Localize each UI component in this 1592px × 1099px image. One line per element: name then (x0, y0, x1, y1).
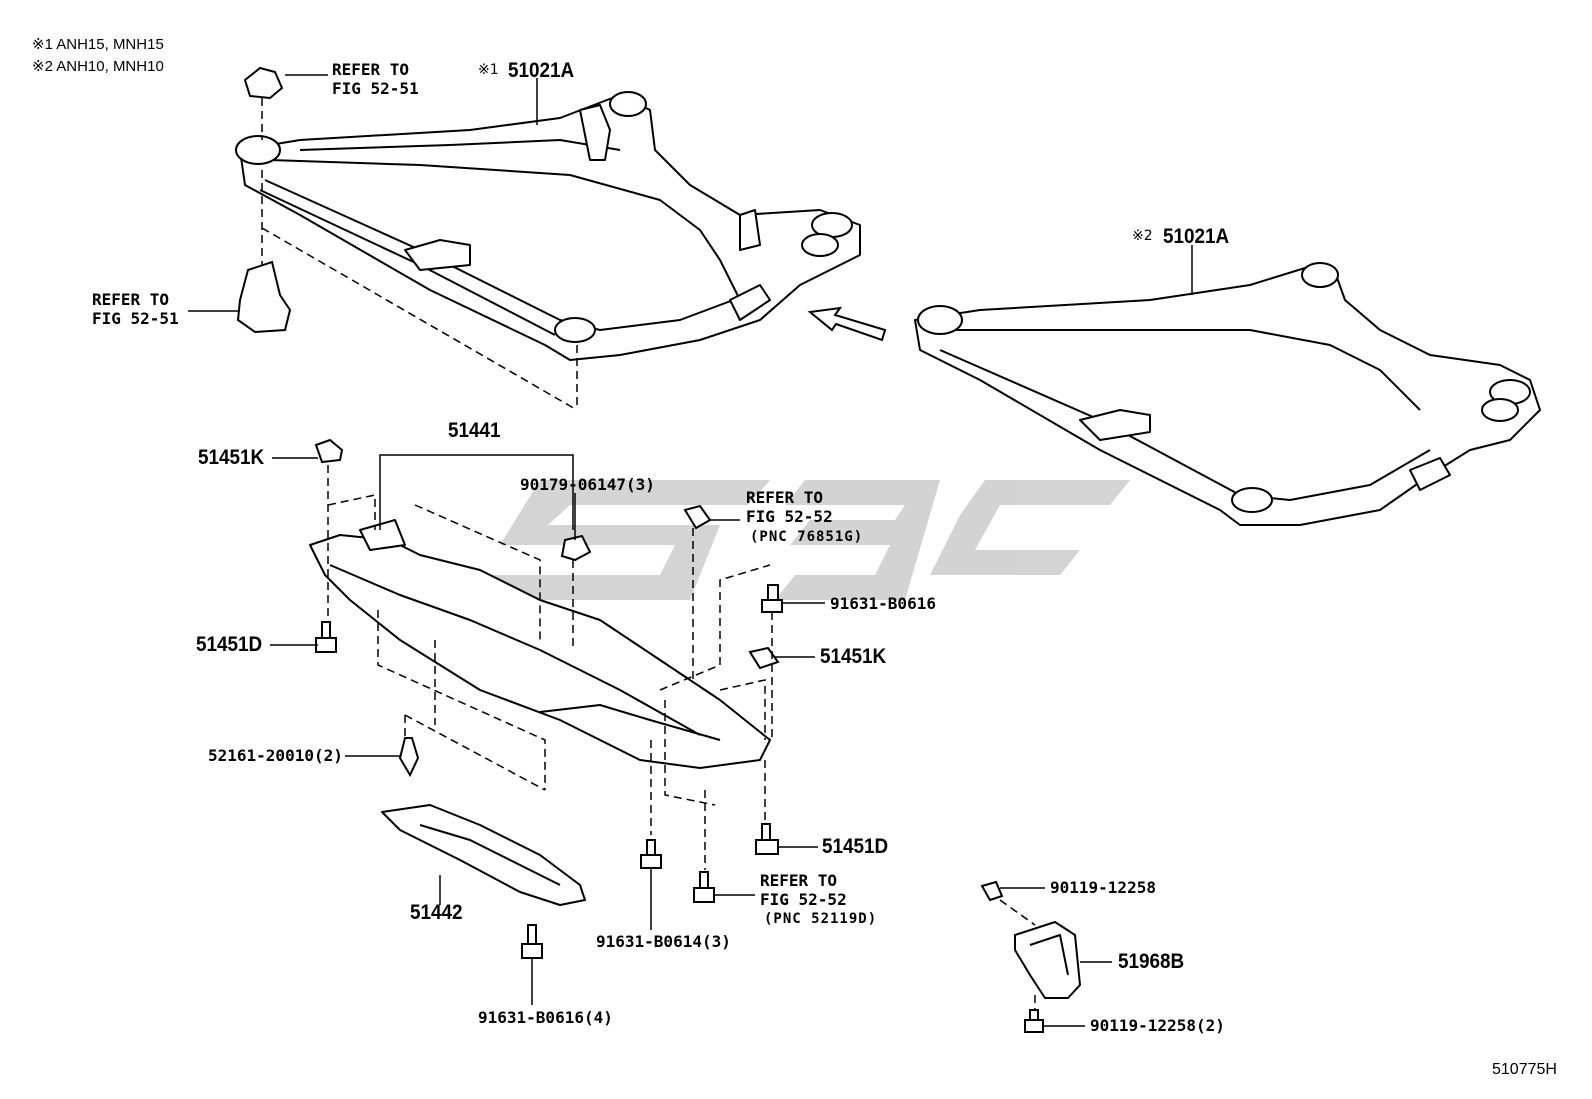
refer-fig-52-51-bottom: REFER TO FIG 52-51 (92, 290, 179, 328)
fasteners (314, 438, 1044, 1033)
part-51441: 51441 (448, 419, 501, 442)
part-91631-B0616: 91631-B0616 (830, 594, 936, 613)
refer-line-1: REFER TO (332, 60, 410, 79)
part-51451K-right: 51451K (820, 645, 887, 668)
part-90119-12258-bottom: 90119-12258(2) (1090, 1016, 1225, 1035)
cover-51442 (381, 804, 586, 906)
refer-fig-52-52-bottom: REFER TO FIG 52-52 (760, 871, 847, 909)
bushings (236, 66, 292, 334)
figure-code: 510775H (1492, 1061, 1557, 1078)
refer-line-1: REFER TO (92, 290, 170, 309)
pnc-52119D: (PNC 52119D) (764, 911, 878, 927)
part-51451D-left: 51451D (196, 633, 263, 656)
front-subframe-2 (914, 262, 1541, 526)
dashed-lines (261, 98, 1036, 1010)
note-1: ※1 ANH15, MNH15 (32, 36, 164, 53)
refer-line-1: REFER TO (760, 871, 838, 890)
part-90179-06147: 90179-06147(3) (520, 475, 655, 494)
part-91631-B0614: 91631-B0614(3) (596, 932, 731, 951)
part-51451D-right: 51451D (822, 835, 889, 858)
part-90119-12258-top: 90119-12258 (1050, 878, 1156, 897)
refer-fig-52-51-top: REFER TO FIG 52-51 (332, 60, 419, 98)
leader-lines (188, 74, 1193, 1027)
part-51451K-left: 51451K (198, 446, 265, 469)
front-subframe-1 (235, 91, 861, 361)
part-91631-B0616-4: 91631-B0616(4) (478, 1008, 613, 1027)
under-cover-51441 (309, 519, 771, 769)
part-51968B: 51968B (1118, 950, 1185, 973)
refer-line-2: FIG 52-51 (332, 79, 419, 98)
part-51442: 51442 (410, 901, 463, 924)
part-52161-20010: 52161-20010(2) (208, 746, 343, 765)
part-51021A-2: 51021A (1163, 225, 1230, 248)
refer-line-1: REFER TO (746, 488, 824, 507)
note-2: ※2 ANH10, MNH10 (32, 58, 164, 75)
refer-fig-52-52-top: REFER TO FIG 52-52 (746, 488, 833, 526)
refer-line-2: FIG 52-52 (746, 507, 833, 526)
subframe2-mark: ※2 (1132, 228, 1153, 244)
watermark-logo (470, 480, 1130, 600)
bracket-51968B (1014, 921, 1081, 999)
part-51021A-1: 51021A (508, 59, 575, 82)
refer-line-2: FIG 52-51 (92, 309, 179, 328)
pnc-76851G: (PNC 76851G) (750, 529, 864, 545)
refer-line-2: FIG 52-52 (760, 890, 847, 909)
subframe1-mark: ※1 (478, 62, 499, 78)
direction-arrow (807, 306, 887, 342)
